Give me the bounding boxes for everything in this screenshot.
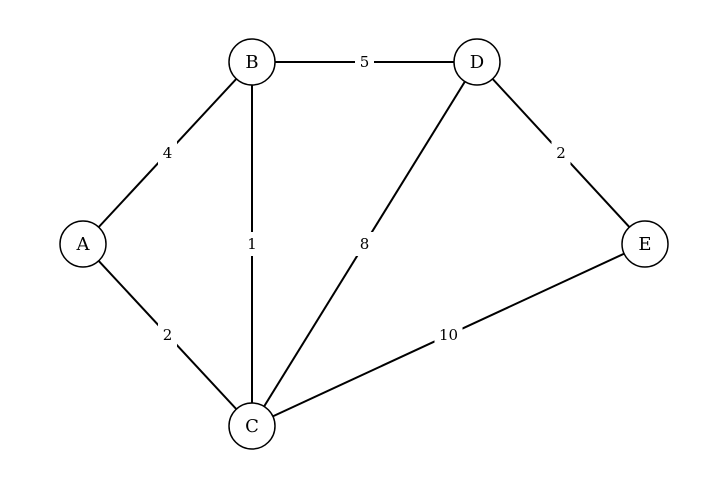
edge-weight-label: 10: [439, 326, 458, 344]
edge-weight-label: 5: [360, 53, 370, 71]
edge-weight-label: 8: [360, 235, 370, 253]
edge-D-C: 8: [251, 61, 478, 427]
edge-B-C: 1: [242, 62, 262, 426]
node-B: B: [228, 38, 276, 86]
node-label: B: [245, 52, 258, 73]
node-circle: [228, 402, 276, 450]
edge-label-background: [355, 232, 374, 256]
edge-C-E: 10: [251, 243, 646, 427]
edge-B-D: 5: [252, 50, 477, 74]
node-A: A: [59, 220, 107, 268]
edge-weight-label: 4: [163, 144, 173, 162]
edge-weight-label: 2: [556, 144, 566, 162]
nodes-layer: A B C D E: [59, 38, 669, 450]
node-D: D: [453, 38, 501, 86]
edge-D-E: 2: [476, 61, 646, 245]
node-C: C: [228, 402, 276, 450]
node-circle: [453, 38, 501, 86]
edge-label-background: [158, 141, 177, 165]
node-circle: [228, 38, 276, 86]
edge-label-background: [434, 323, 463, 347]
edge-label-background: [158, 323, 177, 347]
edge-label-background: [355, 50, 374, 74]
edge-weight-label: 2: [163, 326, 173, 344]
node-label: C: [245, 416, 259, 437]
node-label: E: [638, 234, 651, 255]
node-circle: [59, 220, 107, 268]
node-label: D: [470, 52, 484, 73]
edge-label-background: [551, 141, 571, 165]
edge-A-B: 4: [82, 61, 253, 245]
edge-weight-label: 1: [247, 235, 257, 253]
node-E: E: [621, 220, 669, 268]
edges-layer: 4 2 5 1 8 2 10: [82, 50, 646, 427]
node-label: A: [76, 234, 91, 255]
node-circle: [621, 220, 669, 268]
edge-A-C: 2: [82, 243, 253, 427]
edge-label-background: [242, 232, 262, 256]
